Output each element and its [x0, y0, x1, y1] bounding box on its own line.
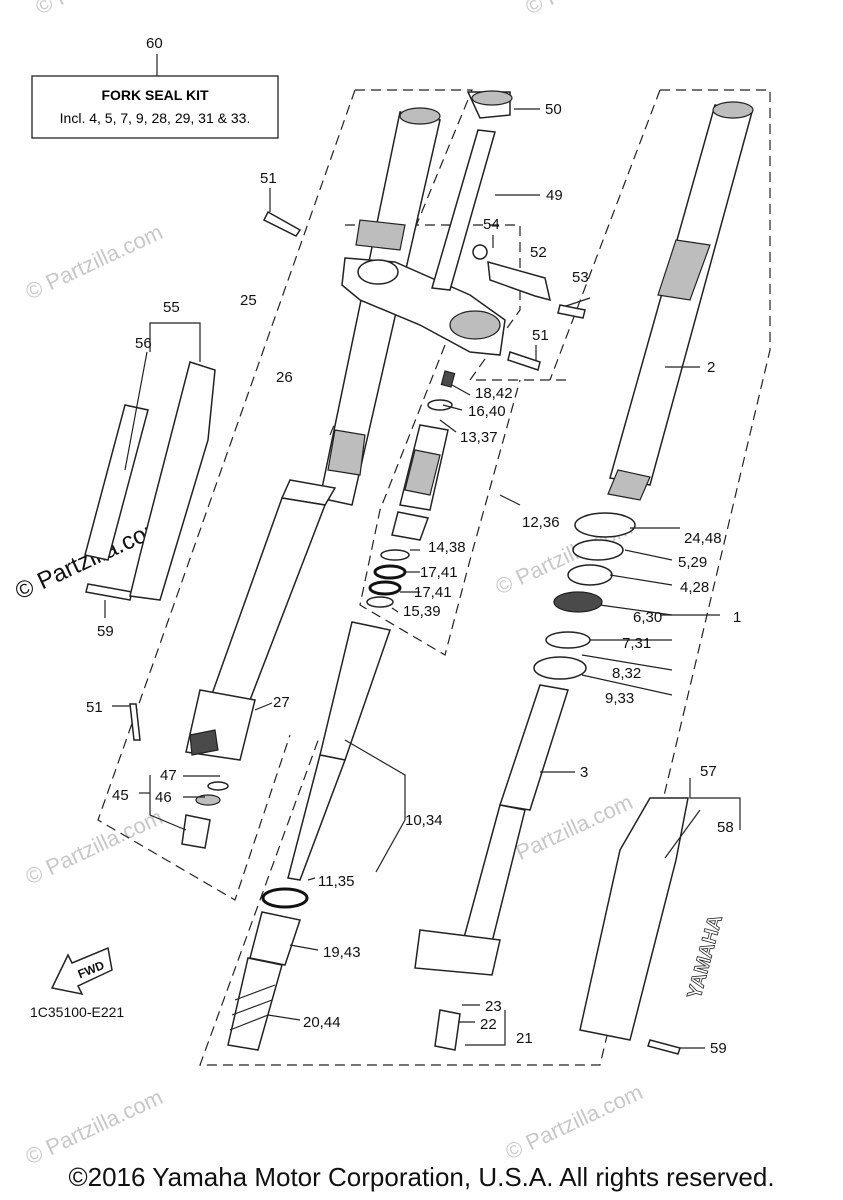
callout-50: 50 [545, 101, 562, 118]
callout-11-35: 11,35 [318, 873, 354, 890]
callout-4-28: 4,28 [680, 579, 709, 596]
callout-53: 53 [572, 269, 589, 286]
callout-59a: 59 [97, 623, 114, 640]
watermarks: © Partzilla.com © Partzilla.com © Partzi… [11, 0, 666, 1170]
callout-59b: 59 [710, 1040, 727, 1057]
callout-13-37: 13,37 [460, 429, 498, 446]
left-outer-tube [185, 107, 441, 761]
callout-51c: 51 [86, 699, 103, 716]
bolts [85, 210, 681, 1055]
callout-14-38: 14,38 [428, 539, 466, 556]
callout-1: 1 [733, 609, 741, 626]
callout-52: 52 [530, 244, 547, 261]
callout-6-30: 6,30 [633, 609, 662, 626]
watermark: © Partzilla.com [22, 219, 167, 304]
right-fork-guard: YAMAHA [579, 797, 727, 1041]
callout-8-32: 8,32 [612, 665, 641, 682]
assembly-outlines [97, 89, 771, 1066]
callout-47: 47 [160, 767, 177, 784]
fwd-arrow: FWD [50, 946, 113, 996]
left-fork-guard [84, 361, 216, 601]
callout-49: 49 [546, 187, 563, 204]
triple-clamp [341, 90, 513, 356]
diagram-code: 1C35100-E221 [30, 1004, 124, 1020]
kit-contents: Incl. 4, 5, 7, 9, 28, 29, 31 & 33. [60, 110, 251, 126]
callout-54: 54 [483, 216, 500, 233]
callout-26: 26 [276, 369, 293, 386]
copyright-notice: ©2016 Yamaha Motor Corporation, U.S.A. A… [68, 1162, 775, 1192]
callout-57: 57 [700, 763, 717, 780]
damper-cartridge [227, 370, 456, 1051]
callout-23: 23 [485, 998, 502, 1015]
callout-55: 55 [163, 299, 180, 316]
callout-7-31: 7,31 [622, 635, 651, 652]
callout-19-43: 19,43 [323, 944, 361, 961]
callout-21: 21 [516, 1030, 533, 1047]
callout-46: 46 [155, 789, 172, 806]
fork-seal-kit-box: 60 FORK SEAL KIT Incl. 4, 5, 7, 9, 28, 2… [31, 35, 279, 139]
callout-15-39: 15,39 [403, 603, 441, 620]
watermark: © Partzilla.com [22, 1084, 167, 1169]
leader-lines [104, 108, 741, 1049]
watermark: © Partzilla.com [22, 804, 167, 889]
callout-20-44: 20,44 [303, 1014, 341, 1031]
callout-10-34: 10,34 [405, 812, 443, 829]
yamaha-logo-on-guard: YAMAHA [684, 913, 727, 1002]
axle-holder-parts-left [181, 781, 229, 849]
callout-17-41b: 17,41 [414, 584, 452, 601]
kit-title: FORK SEAL KIT [101, 87, 209, 103]
callout-60: 60 [146, 35, 163, 52]
watermark: © Partzilla.com [502, 1079, 647, 1164]
callout-18-42: 18,42 [475, 385, 513, 402]
callout-9-33: 9,33 [605, 690, 634, 707]
callout-16-40: 16,40 [468, 403, 506, 420]
callout-12-36: 12,36 [522, 514, 560, 531]
callout-2: 2 [707, 359, 715, 376]
callout-numbers: 1 2 3 4,28 5,29 6,30 7,31 8,32 9,33 10,3… [86, 101, 741, 1057]
right-outer-tube [414, 101, 754, 1051]
watermark: © Partzilla.com [522, 0, 667, 20]
callout-17-41a: 17,41 [420, 564, 458, 581]
callout-56: 56 [135, 335, 152, 352]
callout-51b: 51 [532, 327, 549, 344]
callout-25: 25 [240, 292, 257, 309]
callout-5-29: 5,29 [678, 554, 707, 571]
callout-22: 22 [480, 1016, 497, 1033]
bracket-52 [472, 244, 591, 309]
watermark: © Partzilla.com [32, 0, 177, 20]
callout-51a: 51 [260, 170, 277, 187]
callout-27: 27 [273, 694, 290, 711]
callout-58: 58 [717, 819, 734, 836]
callout-24-48: 24,48 [684, 530, 722, 547]
callout-45: 45 [112, 787, 129, 804]
callout-3: 3 [580, 764, 588, 781]
